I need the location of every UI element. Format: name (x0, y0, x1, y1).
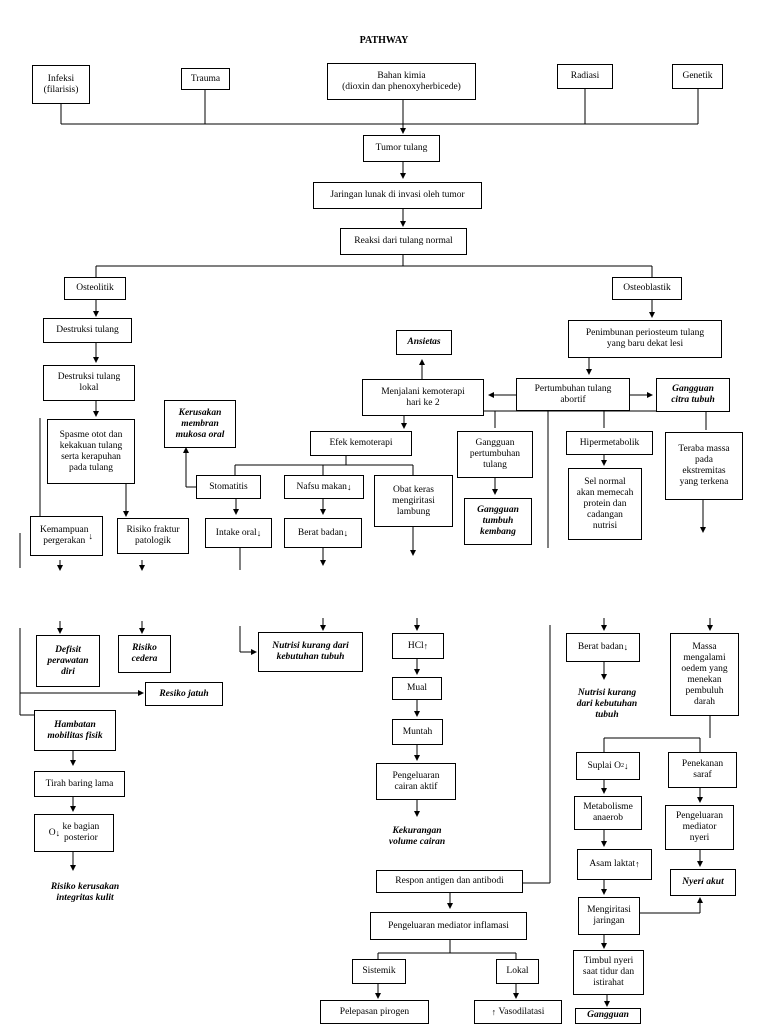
gangguan-pola-tidur: Gangguan (575, 1008, 641, 1024)
arrow-down-icon: ↓ (346, 481, 352, 492)
osteolitik: Osteolitik (64, 277, 126, 300)
arrow-down-icon: ↓ (343, 527, 349, 538)
arrow-down-icon: ↓ (624, 760, 629, 771)
suplai-label: Suplai O (587, 760, 621, 771)
gangguan-citra-tubuh: Gangguan citra tubuh (656, 378, 730, 412)
gangguan-pertumbuhan-tulang: Gangguan pertumbuhan tulang (457, 431, 533, 478)
mediator-nyeri: Pengeluaran mediator nyeri (665, 805, 734, 850)
penekanan-saraf: Penekanan saraf (668, 752, 737, 788)
nutrisi-kurang-kanan: Nutrisi kurang dari kebutuhan tubuh (576, 688, 638, 720)
obat-keras: Obat keras mengiritasi lambung (374, 475, 453, 527)
arrow-down-icon: ↓ (256, 527, 262, 538)
arrow-down-icon: ↓ (55, 827, 61, 838)
cause-genetik: Genetik (672, 64, 723, 89)
o2-posterior: O↓ ke bagian posterior (34, 814, 114, 852)
o2-label: O (48, 827, 56, 838)
nafsu-label: Nafsu makan (296, 481, 347, 492)
spasme-otot: Spasme otot dan kekakuan tulang serta ke… (47, 419, 135, 484)
timbul-nyeri: Timbul nyeri saat tidur dan istirahat (573, 950, 644, 995)
resiko-jatuh: Resiko jatuh (145, 682, 223, 706)
pertumbuhan-tulang-abortif: Pertumbuhan tulang abortif (516, 378, 630, 411)
vasodilatasi: ↑ Vasodilatasi (474, 1000, 562, 1024)
hipermetabolik: Hipermetabolik (566, 431, 653, 455)
penimbunan-periosteum: Penimbunan periosteum tulang yang baru d… (568, 320, 722, 358)
nafsu-makan: Nafsu makan↓ (284, 475, 364, 499)
kemampuan-label: Kemampuan pergerakan (39, 525, 89, 546)
massa-oedem: Massa mengalami oedem yang menekan pembu… (670, 633, 739, 716)
arrow-up-icon: ↑ (491, 1006, 497, 1017)
defisit-perawatan-diri: Defisit perawatan diri (36, 635, 100, 687)
pathway-title: PATHWAY (359, 35, 409, 46)
intake-label: Intake oral (215, 527, 257, 538)
teraba-massa: Teraba massa pada ekstremitas yang terke… (665, 432, 743, 500)
jaringan-lunak-invasi: Jaringan lunak di invasi oleh tumor (313, 182, 482, 209)
lokal: Lokal (496, 959, 539, 984)
efek-kemoterapi: Efek kemoterapi (310, 431, 412, 456)
destruksi-tulang-lokal: Destruksi tulang lokal (43, 365, 135, 401)
arrow-up-icon: ↑ (635, 859, 640, 869)
hambatan-mobilitas-fisik: Hambatan mobilitas fisik (34, 710, 116, 751)
stomatitis: Stomatitis (196, 475, 261, 499)
arrow-down-icon: ↓ (88, 530, 94, 541)
berat-label: Berat badan (297, 527, 344, 538)
cause-bahan-kimia: Bahan kimia (dioxin dan phenoxyherbicede… (327, 63, 476, 100)
sistemik: Sistemik (352, 959, 406, 984)
respon-antigen: Respon antigen dan antibodi (376, 870, 523, 893)
risiko-fraktur: Risiko fraktur patologik (117, 518, 189, 554)
hcl-label: HCl (407, 640, 424, 651)
mediator-inflamasi: Pengeluaran mediator inflamasi (370, 912, 527, 940)
berat-badan-kanan: Berat badan↓ (566, 633, 640, 662)
berat-badan: Berat badan↓ (284, 518, 362, 548)
kemampuan-pergerakan: Kemampuan pergerakan↓ (30, 516, 103, 556)
metabolisme-anaerob: Metabolisme anaerob (574, 796, 642, 830)
destruksi-tulang: Destruksi tulang (43, 318, 132, 343)
kerusakan-membran-mukosa: Kerusakan membran mukosa oral (164, 400, 236, 448)
menjalani-kemoterapi: Menjalani kemoterapi hari ke 2 (362, 379, 484, 416)
nyeri-akut: Nyeri akut (670, 869, 736, 896)
intake-oral: Intake oral↓ (205, 518, 272, 548)
risiko-cedera: Risiko cedera (118, 635, 171, 673)
pelepasan-pirogen: Pelepasan pirogen (320, 1000, 429, 1024)
asam-laktat: Asam laktat↑ (577, 849, 652, 880)
cause-radiasi: Radiasi (557, 64, 613, 89)
ansietas: Ansietas (396, 330, 452, 355)
cause-infeksi: Infeksi (filarisis) (32, 65, 90, 104)
arrow-down-icon: ↓ (623, 642, 629, 652)
asam-label: Asam laktat (589, 859, 636, 869)
mengiritasi-jaringan: Mengiritasi jaringan (578, 897, 640, 935)
arrow-up-icon: ↑ (423, 640, 429, 651)
muntah: Muntah (392, 719, 443, 745)
risiko-kerusakan-integritas-kulit: Risiko kerusakan integritas kulit (50, 882, 120, 903)
o2-posterior-label: ke bagian posterior (62, 822, 100, 843)
kekurangan-volume-cairan: Kekurangan volume cairan (388, 826, 446, 847)
gangguan-tumbuh-kembang: Gangguan tumbuh kembang (464, 498, 532, 545)
pengeluaran-cairan-aktif: Pengeluaran cairan aktif (376, 763, 456, 800)
reaksi-tulang-normal: Reaksi dari tulang normal (340, 228, 467, 255)
mual: Mual (392, 677, 442, 700)
cause-trauma: Trauma (181, 68, 230, 90)
hcl: HCl↑ (392, 633, 444, 659)
subscript-2: 2 (621, 762, 624, 769)
osteoblastik: Osteoblastik (612, 277, 682, 300)
tirah-baring-lama: Tirah baring lama (34, 771, 125, 797)
nutrisi-kurang-tengah: Nutrisi kurang dari kebutuhan tubuh (258, 632, 363, 672)
berat-kanan-label: Berat badan (577, 642, 624, 652)
tumor-tulang: Tumor tulang (363, 135, 440, 162)
sel-normal-protein: Sel normal akan memecah protein dan cada… (568, 468, 642, 540)
vasodilatasi-label: Vasodilatasi (498, 1006, 545, 1017)
